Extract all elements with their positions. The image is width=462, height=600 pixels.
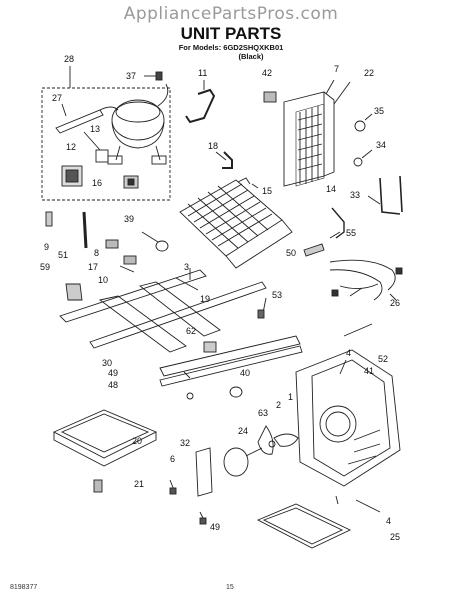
callout-63: 63 (258, 408, 268, 418)
callout-1: 1 (288, 392, 293, 402)
models-line-1: For Models: 6GD2SHQXKB01 (178, 43, 284, 52)
part-35-fitting (354, 113, 373, 132)
callout-labels: 28 37 11 42 7 22 27 13 35 12 18 34 16 15… (40, 54, 400, 542)
callout-9: 9 (44, 242, 49, 252)
callout-37: 37 (126, 71, 136, 81)
callout-8: 8 (94, 248, 99, 258)
callout-35: 35 (374, 106, 384, 116)
callout-4-lower: 4 (386, 516, 391, 526)
callout-33: 33 (350, 190, 360, 200)
document-number: 8198377 (10, 584, 38, 591)
callout-18: 18 (208, 141, 218, 151)
callout-15: 15 (262, 186, 272, 196)
callout-21: 21 (134, 479, 144, 489)
callout-16: 16 (92, 178, 102, 188)
callout-26: 26 (390, 298, 400, 308)
part-15-clip (237, 177, 259, 189)
part-37-screw (144, 71, 163, 81)
part-27-sensor (55, 103, 119, 134)
part-12-relay (61, 165, 83, 187)
page-title: UNIT PARTS (180, 24, 282, 43)
callout-11: 11 (198, 68, 207, 78)
part-42-clip (263, 91, 277, 103)
part-51-tube (82, 211, 88, 249)
part-16-overload (123, 175, 139, 189)
part-53-screw (257, 297, 267, 319)
part-19-screw (175, 268, 199, 291)
callout-59: 59 (40, 262, 50, 272)
part-fan-shroud (295, 349, 401, 487)
callout-53: 53 (272, 290, 282, 300)
callout-10: 10 (98, 275, 108, 285)
callout-52: 52 (378, 354, 388, 364)
callout-55: 55 (346, 228, 356, 238)
callout-24: 24 (238, 426, 248, 436)
part-52-screw (343, 323, 373, 337)
callout-27: 27 (52, 93, 62, 103)
callout-6: 6 (170, 454, 175, 464)
part-26-harness (329, 259, 403, 301)
part-compressor (107, 83, 169, 165)
callout-19: 19 (200, 294, 210, 304)
part-55-screw (329, 231, 341, 239)
part-63-bushing (229, 386, 243, 398)
callout-48: 48 (108, 380, 118, 390)
model-info: For Models: 6GD2SHQXKB01 (Black) (0, 43, 462, 61)
callout-40: 40 (240, 368, 250, 378)
callout-14: 14 (326, 184, 336, 194)
part-21-foot (93, 479, 103, 493)
part-fan-motor (223, 447, 263, 477)
callout-42: 42 (262, 68, 272, 78)
callout-30: 30 (102, 358, 112, 368)
part-17-connector (123, 255, 137, 265)
part-25-drain-pan (256, 503, 352, 549)
part-13-bracket (95, 149, 109, 163)
part-base-rails (59, 269, 303, 387)
callout-34: 34 (376, 140, 386, 150)
callout-49-lower: 49 (210, 522, 220, 532)
callout-49: 49 (108, 368, 118, 378)
watermark-site-name: AppliancePartsPros.com (123, 4, 339, 24)
part-20-cover (52, 409, 158, 467)
part-8-connector (105, 239, 119, 249)
callout-22: 22 (364, 68, 374, 78)
part-9-block (45, 211, 53, 227)
callout-51: 51 (58, 250, 68, 260)
callout-17: 17 (88, 262, 98, 272)
callout-25: 25 (390, 532, 400, 542)
part-11-tube (185, 80, 216, 124)
part-condenser (283, 91, 335, 187)
callout-39: 39 (124, 214, 134, 224)
callout-3: 3 (184, 262, 189, 272)
callout-32: 32 (180, 438, 190, 448)
callout-12: 12 (66, 142, 76, 152)
part-59-bracket (65, 283, 83, 301)
models-line-2: (Black) (238, 52, 264, 61)
callout-2: 2 (276, 400, 281, 410)
part-evaporator-coil (179, 179, 293, 269)
part-6-screw (169, 479, 177, 495)
part-50-bracket (303, 243, 325, 257)
callout-28: 28 (64, 54, 74, 64)
callout-41: 41 (364, 366, 374, 376)
compressor-group-box (41, 87, 171, 201)
part-49-screw-lower (199, 511, 207, 525)
part-24-fan-blade (257, 425, 299, 455)
callout-62: 62 (186, 326, 196, 336)
callout-20: 20 (132, 436, 142, 446)
callout-7: 7 (334, 64, 339, 74)
callout-50: 50 (286, 248, 296, 258)
part-14-wire (331, 207, 345, 239)
part-33-tubing (367, 175, 403, 215)
page-number: 15 (226, 584, 234, 591)
part-34-fitting (353, 149, 373, 167)
callout-13: 13 (90, 124, 100, 134)
part-32-bracket (195, 447, 213, 497)
part-39-grommet (141, 231, 169, 252)
callout-4: 4 (346, 348, 351, 358)
part-18-tube (215, 151, 233, 169)
